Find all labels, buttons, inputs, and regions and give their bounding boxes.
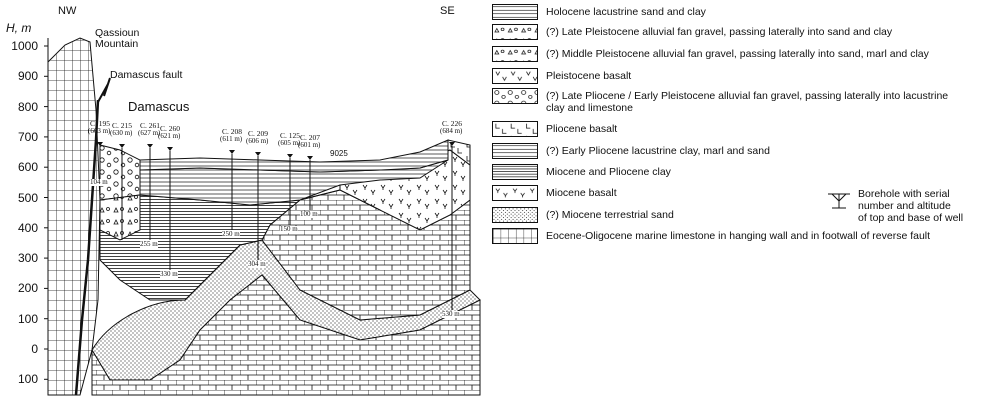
unit-limestone-hanging-wall bbox=[47, 37, 101, 396]
borehole-top-marker bbox=[147, 144, 153, 148]
well-altitude-label: (601 m) bbox=[298, 141, 321, 149]
axis-tick-label: 100 bbox=[17, 311, 38, 326]
axis-tick-label: 900 bbox=[17, 69, 38, 84]
axis-tick-label: 100 bbox=[17, 372, 38, 387]
axis-tick-label: 800 bbox=[17, 99, 38, 114]
axis-tick-label: 400 bbox=[17, 220, 38, 235]
legend-swatch bbox=[492, 4, 538, 20]
legend-label: Miocene and Pliocene clay bbox=[546, 166, 671, 178]
borehole-legend-text: Borehole with serial number and altitude… bbox=[858, 188, 964, 224]
mountain-label: Qassioun Mountain bbox=[95, 27, 140, 50]
legend-swatch bbox=[492, 68, 538, 84]
well-depth-label: 250 m bbox=[222, 230, 240, 238]
well-altitude-label: (630 m) bbox=[110, 129, 133, 137]
legend-label: Miocene basalt bbox=[546, 187, 617, 199]
unit-holocene-lacustrine bbox=[139, 139, 449, 173]
well-depth-label: 100 m bbox=[300, 210, 318, 218]
well-altitude-label: (621 m) bbox=[158, 132, 181, 140]
unit-alluvial-fan-gravel bbox=[99, 144, 141, 201]
elevation-axis bbox=[44, 38, 49, 392]
legend-label: (?) Late Pliocene / Early Pleistocene al… bbox=[546, 90, 949, 114]
fault-label: Damascus fault bbox=[110, 69, 183, 81]
well-id-label: C. 208 bbox=[222, 127, 243, 136]
fault-arrow bbox=[97, 77, 111, 103]
axis-tick-label: 0 bbox=[31, 342, 38, 356]
borehole-top-marker bbox=[229, 150, 235, 154]
legend-swatch bbox=[492, 164, 538, 180]
borehole-symbol-icon bbox=[828, 193, 850, 209]
legend-swatch bbox=[492, 207, 538, 223]
well-depth-label: 104 m bbox=[90, 178, 108, 186]
legend-label: (?) Middle Pleistocene alluvial fan grav… bbox=[546, 48, 929, 60]
well-id-label: C. 260 bbox=[160, 124, 181, 133]
axis-tick-label: 600 bbox=[17, 160, 38, 175]
axis-tick-label: 700 bbox=[17, 129, 38, 144]
axis-tick-label: 300 bbox=[17, 251, 38, 266]
legend-swatch bbox=[492, 88, 538, 104]
legend-swatch bbox=[492, 24, 538, 40]
well-altitude-label: (611 m) bbox=[220, 135, 243, 143]
legend-label: Pleistocene basalt bbox=[546, 70, 632, 82]
borehole-top-marker bbox=[97, 142, 103, 146]
city-label: Damascus bbox=[128, 99, 190, 114]
borehole-lines bbox=[97, 142, 455, 310]
borehole-top-marker bbox=[255, 152, 261, 156]
well-altitude-label: (663 m) bbox=[88, 127, 111, 135]
legend-swatch bbox=[492, 121, 538, 137]
well-altitude-label: (627 m) bbox=[138, 129, 161, 137]
well-id-label: C. 226 bbox=[442, 119, 463, 128]
legend-label: (?) Late Pleistocene alluvial fan gravel… bbox=[546, 26, 893, 38]
well-depth-label: 255 m bbox=[140, 240, 158, 248]
unit-late-pleistocene-gravel bbox=[99, 194, 141, 241]
borehole-top-marker bbox=[307, 156, 313, 160]
well-altitude-label: (606 m) bbox=[246, 137, 269, 145]
borehole-top-marker bbox=[167, 147, 173, 151]
borehole-top-marker bbox=[449, 142, 455, 146]
well-altitude-label: (605 m) bbox=[278, 139, 301, 147]
nw-label: NW bbox=[58, 5, 77, 17]
axis-tick-label: 500 bbox=[17, 190, 38, 205]
axis-title: H, m bbox=[6, 21, 32, 35]
legend-swatch bbox=[492, 46, 538, 62]
well-depth-label: 304 m bbox=[248, 260, 266, 268]
well-9025-label: 9025 bbox=[330, 149, 348, 158]
axis-tick-label: 200 bbox=[17, 281, 38, 296]
well-depth-label: 150 m bbox=[280, 225, 298, 233]
legend-label: (?) Early Pliocene lacustrine clay, marl… bbox=[546, 145, 770, 157]
well-id-label: C. 207 bbox=[300, 133, 321, 142]
well-id-label: C. 209 bbox=[248, 129, 269, 138]
well-depth-label: 530 m bbox=[442, 310, 460, 318]
borehole-top-marker bbox=[287, 154, 293, 158]
axis-tick-label: 1000 bbox=[11, 39, 38, 53]
legend-label: (?) Miocene terrestrial sand bbox=[546, 209, 674, 221]
se-label: SE bbox=[440, 5, 455, 17]
unit-limestone-lower bbox=[91, 274, 481, 396]
legend-label: Pliocene basalt bbox=[546, 123, 618, 135]
legend-swatch bbox=[492, 185, 538, 201]
legend-swatch bbox=[492, 228, 538, 244]
damascus-fault-line bbox=[74, 99, 100, 396]
well-id-label: C. 125 bbox=[280, 131, 301, 140]
well-altitude-label: (684 m) bbox=[440, 127, 463, 135]
legend-label: Holocene lacustrine sand and clay bbox=[546, 6, 706, 18]
well-id-label: C. 195 bbox=[90, 119, 111, 128]
well-depth-label: 330 m bbox=[160, 270, 178, 278]
legend-swatch bbox=[492, 143, 538, 159]
well-id-label: C. 215 bbox=[112, 121, 133, 130]
borehole-top-marker bbox=[119, 144, 125, 148]
legend-label: Eocene-Oligocene marine limestone in han… bbox=[546, 230, 931, 242]
well-id-label: C. 261 bbox=[140, 121, 161, 130]
